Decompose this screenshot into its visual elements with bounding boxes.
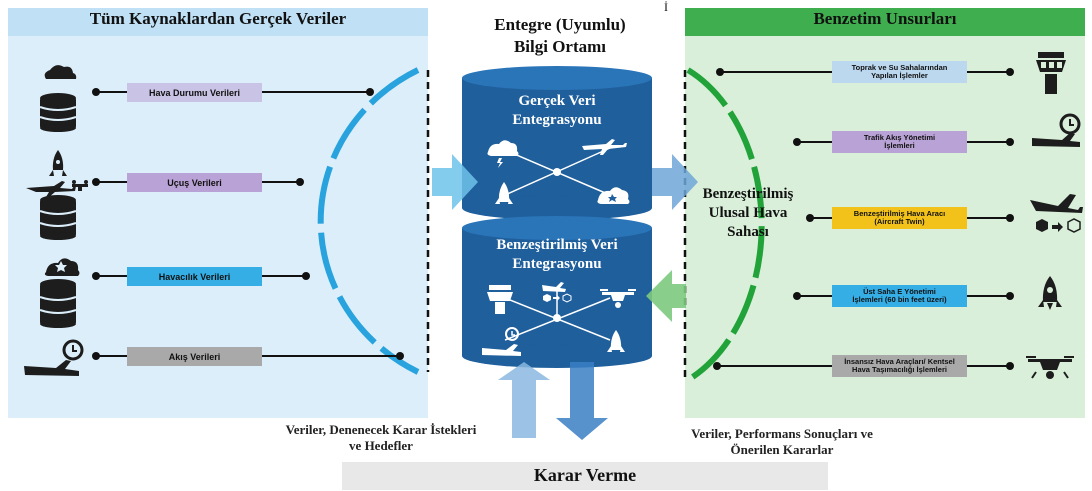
- arrow-left-to-center: [432, 154, 478, 210]
- center-title: Entegre (Uyumlu) Bilgi Ortamı: [440, 14, 680, 58]
- bottom-plane-twin-icon: [542, 282, 572, 303]
- plane-clock-icon: [24, 339, 84, 376]
- arrow-center-to-right: [652, 154, 698, 210]
- left-bottom-note-line2: ve Hedefler: [349, 438, 413, 453]
- left-panel-title: Tüm Kaynaklardan Gerçek Veriler: [89, 9, 347, 28]
- right-label-upper-airspace-line1: Üst Saha E Yönetimi: [863, 287, 936, 296]
- right-label-ground-water-line1: Toprak ve Su Sahalarından: [851, 63, 948, 72]
- top-mark: İ: [664, 0, 668, 14]
- right-label-traffic-flow-line2: İşlemleri: [884, 141, 915, 150]
- top-cloud-star-icon: [597, 187, 630, 204]
- decision-title: Karar Verme: [533, 465, 637, 485]
- simulated-airspace-line1: Benzeştirilmiş: [702, 186, 794, 202]
- right-bottom-note-line2: Önerilen Kararlar: [730, 442, 834, 457]
- arrow-right-to-center: [646, 270, 686, 322]
- left-panel-header: [8, 8, 428, 36]
- right-panel-title: Benzetim Unsurları: [813, 9, 957, 28]
- simulated-airspace-line2: Ulusal Hava: [708, 205, 788, 221]
- rocket-icon: [1038, 276, 1062, 310]
- bottom-cylinder-title-line1: Benzeştirilmiş Veri: [496, 237, 618, 253]
- right-label-uav-urban-line1: İnsansız Hava Araçları/ Kentsel: [844, 357, 955, 366]
- bottom-drone-icon: [600, 289, 636, 308]
- left-bottom-note-line1: Veriler, Denenecek Karar İstekleri: [285, 422, 477, 437]
- right-label-traffic-flow-line1: Trafik Akış Yönetimi: [863, 133, 936, 142]
- bottom-cylinder-title-line2: Entegrasyonu: [512, 256, 602, 272]
- simulated-airspace-line3: Sahası: [727, 224, 769, 240]
- drone-icon: [1026, 356, 1074, 379]
- top-cylinder-title: Gerçek Veri Entegrasyonu: [462, 92, 652, 130]
- flight-database-icon: [26, 150, 88, 240]
- right-bottom-note: Veriler, Performans Sonuçları ve Önerile…: [662, 426, 902, 458]
- bottom-cylinder: [462, 216, 652, 368]
- plane-clock-icon-right: [1032, 113, 1081, 147]
- top-cylinder-title-line1: Gerçek Veri: [518, 93, 596, 109]
- right-label-ground-water-line2: Yapılan İşlemler: [871, 71, 928, 80]
- control-tower-icon: [1036, 52, 1066, 94]
- left-label-aviation-text: Havacılık Verileri: [158, 271, 231, 282]
- arrow-down-to-decision: [556, 362, 608, 440]
- left-arc: [317, 67, 420, 375]
- right-label-upper-airspace-line2: İşlemleri (60 bin feet üzeri): [852, 295, 947, 304]
- right-panel-header: [685, 8, 1085, 36]
- bottom-tower-icon: [487, 285, 513, 314]
- bottom-network-node: [553, 314, 561, 322]
- arrow-up-from-decision: [498, 362, 550, 438]
- top-network-node: [553, 168, 561, 176]
- top-rocket-icon: [495, 182, 513, 204]
- left-label-weather-text: Hava Durumu Verileri: [148, 87, 241, 98]
- simulated-airspace-label: Benzeştirilmiş Ulusal Hava Sahası: [684, 185, 812, 242]
- center-title-line1: Entegre (Uyumlu): [494, 15, 626, 34]
- decision-bar: [342, 462, 828, 490]
- top-plane-icon: [582, 139, 627, 155]
- weather-database-icon: [39, 65, 77, 132]
- bottom-plane-clock-icon: [482, 327, 521, 356]
- bottom-rocket-icon: [607, 330, 625, 352]
- right-bottom-note-line1: Veriler, Performans Sonuçları ve: [691, 426, 873, 441]
- left-label-weather: Hava Durumu Verileri: [127, 83, 262, 102]
- left-label-aviation: Havacılık Verileri: [127, 267, 262, 286]
- right-label-aircraft-twin-line1: Benzeştirilmiş Hava Aracı: [853, 209, 946, 218]
- aircraft-twin-icon: [1030, 194, 1083, 233]
- right-label-uav-urban-line2: Hava Taşımacılığı İşlemleri: [852, 365, 947, 374]
- left-label-flight-text: Uçuş Verileri: [167, 177, 222, 188]
- left-label-flow-text: Akış Verileri: [168, 351, 221, 362]
- right-arc: [686, 67, 765, 383]
- aviation-database-icon: [39, 258, 80, 328]
- top-cylinder-title-line2: Entegrasyonu: [512, 112, 602, 128]
- right-connector-dots: [713, 68, 1014, 370]
- right-label-aircraft-twin: Benzeştirilmiş Hava Aracı(Aircraft Twin): [832, 207, 967, 229]
- top-cloud-lightning-icon: [487, 140, 519, 168]
- bottom-cylinder-title: Benzeştirilmiş Veri Entegrasyonu: [462, 236, 652, 274]
- right-label-aircraft-twin-line2: (Aircraft Twin): [874, 217, 925, 226]
- left-connector-dots: [92, 88, 404, 360]
- left-label-flight: Uçuş Verileri: [127, 173, 262, 192]
- center-title-line2: Bilgi Ortamı: [513, 37, 607, 56]
- left-label-flow: Akış Verileri: [127, 347, 262, 366]
- left-bottom-note: Veriler, Denenecek Karar İstekleri ve He…: [248, 422, 514, 454]
